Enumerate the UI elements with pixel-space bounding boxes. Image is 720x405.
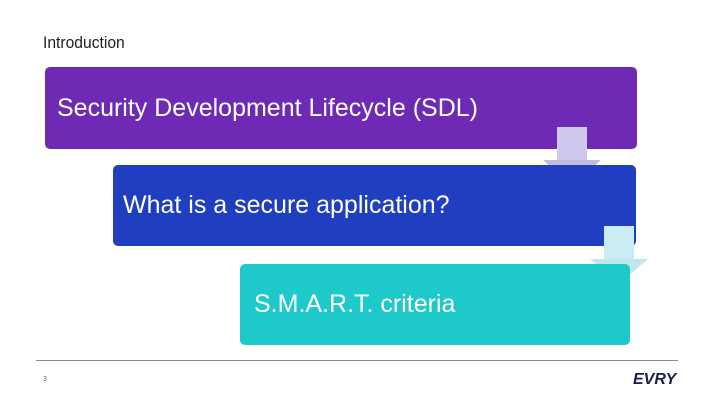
step-box-secure-application: What is a secure application? — [113, 165, 636, 246]
evry-logo-text: EVRY — [633, 371, 678, 388]
section-title: Introduction — [43, 33, 125, 52]
step-label-secure-application: What is a secure application? — [123, 191, 450, 219]
footer-divider — [36, 360, 678, 361]
evry-logo: EVRY — [633, 371, 678, 388]
page-number: 3 — [43, 376, 47, 383]
step-box-sdl: Security Development Lifecycle (SDL) — [45, 67, 637, 149]
step-label-smart-criteria: S.M.A.R.T. criteria — [254, 290, 456, 318]
step-box-smart-criteria: S.M.A.R.T. criteria — [240, 264, 630, 345]
step-label-sdl: Security Development Lifecycle (SDL) — [57, 93, 478, 122]
